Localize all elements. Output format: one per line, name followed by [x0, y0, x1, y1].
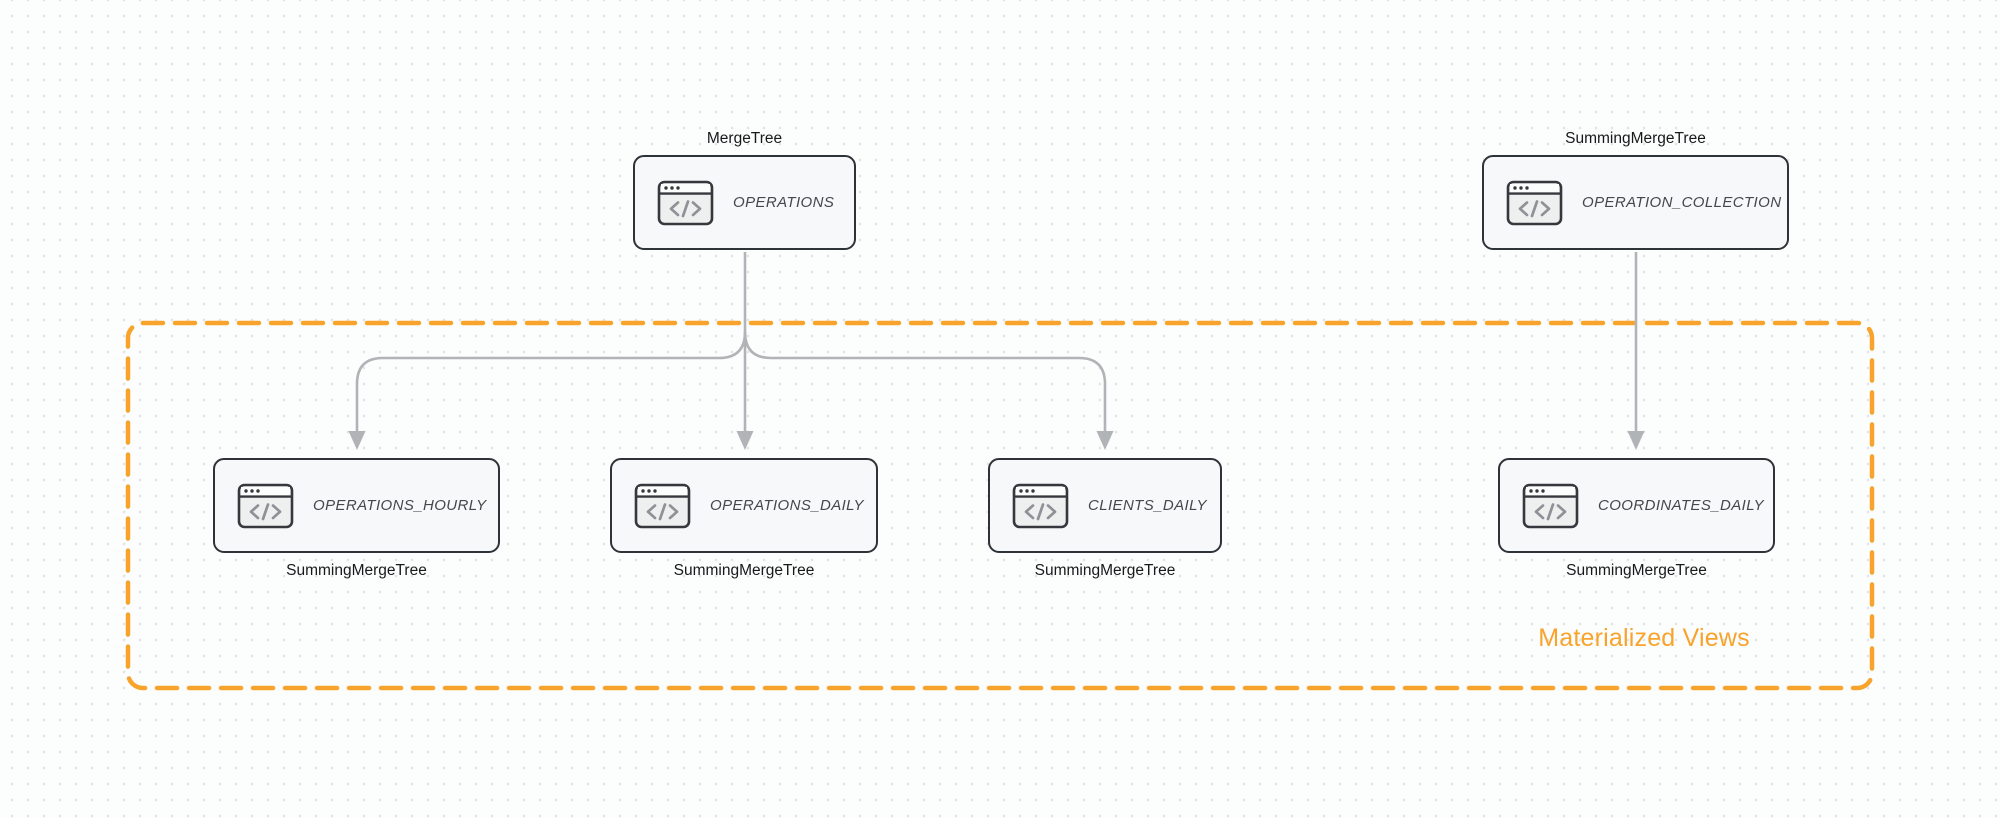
- code-window-icon: [1522, 483, 1579, 528]
- node-box[interactable]: OPERATIONS_DAILY: [610, 458, 878, 553]
- code-window-icon: [237, 483, 294, 528]
- node-clients-daily[interactable]: CLIENTS_DAILY SummingMergeTree: [988, 458, 1222, 579]
- node-title: COORDINATES_DAILY: [1598, 497, 1765, 514]
- node-operations[interactable]: MergeTree OPERATIONS: [633, 130, 856, 250]
- node-coordinates-daily[interactable]: COORDINATES_DAILY SummingMergeTree: [1498, 458, 1775, 579]
- edge-operations-to-clients-daily: [743, 331, 1107, 431]
- node-title: OPERATIONS_HOURLY: [313, 497, 487, 514]
- node-box[interactable]: OPERATIONS: [633, 155, 856, 250]
- node-box[interactable]: CLIENTS_DAILY: [988, 458, 1222, 553]
- arrowhead-coordinates-daily: [1627, 431, 1645, 450]
- node-operations-daily[interactable]: OPERATIONS_DAILY SummingMergeTree: [610, 458, 878, 579]
- engine-label: SummingMergeTree: [1565, 130, 1706, 147]
- node-box[interactable]: OPERATIONS_HOURLY: [213, 458, 500, 553]
- code-window-icon: [657, 180, 714, 225]
- node-title: OPERATION_COLLECTION: [1582, 194, 1782, 211]
- arrowhead-clients-daily: [1096, 431, 1114, 450]
- engine-label: MergeTree: [706, 130, 783, 147]
- code-window-icon: [634, 483, 691, 528]
- node-operations-hourly[interactable]: OPERATIONS_HOURLY SummingMergeTree: [213, 458, 500, 579]
- node-title: CLIENTS_DAILY: [1088, 497, 1207, 514]
- code-window-icon: [1506, 180, 1563, 225]
- arrowhead-operations-daily: [736, 431, 754, 450]
- edge-operations-to-operations-hourly: [355, 331, 747, 431]
- node-box[interactable]: COORDINATES_DAILY: [1498, 458, 1775, 553]
- node-title: OPERATIONS_DAILY: [710, 497, 864, 514]
- code-window-icon: [1012, 483, 1069, 528]
- engine-label: SummingMergeTree: [1034, 562, 1176, 579]
- engine-label: SummingMergeTree: [673, 562, 815, 579]
- node-title: OPERATIONS: [733, 194, 835, 211]
- engine-label: SummingMergeTree: [286, 562, 427, 579]
- arrowhead-operations-hourly: [348, 431, 366, 450]
- engine-label: SummingMergeTree: [1566, 562, 1707, 579]
- node-box[interactable]: OPERATION_COLLECTION: [1482, 155, 1789, 250]
- materialized-views-label: Materialized Views: [1538, 624, 1750, 652]
- node-operation-collection[interactable]: SummingMergeTree OPERATION_COLLECTION: [1482, 130, 1789, 250]
